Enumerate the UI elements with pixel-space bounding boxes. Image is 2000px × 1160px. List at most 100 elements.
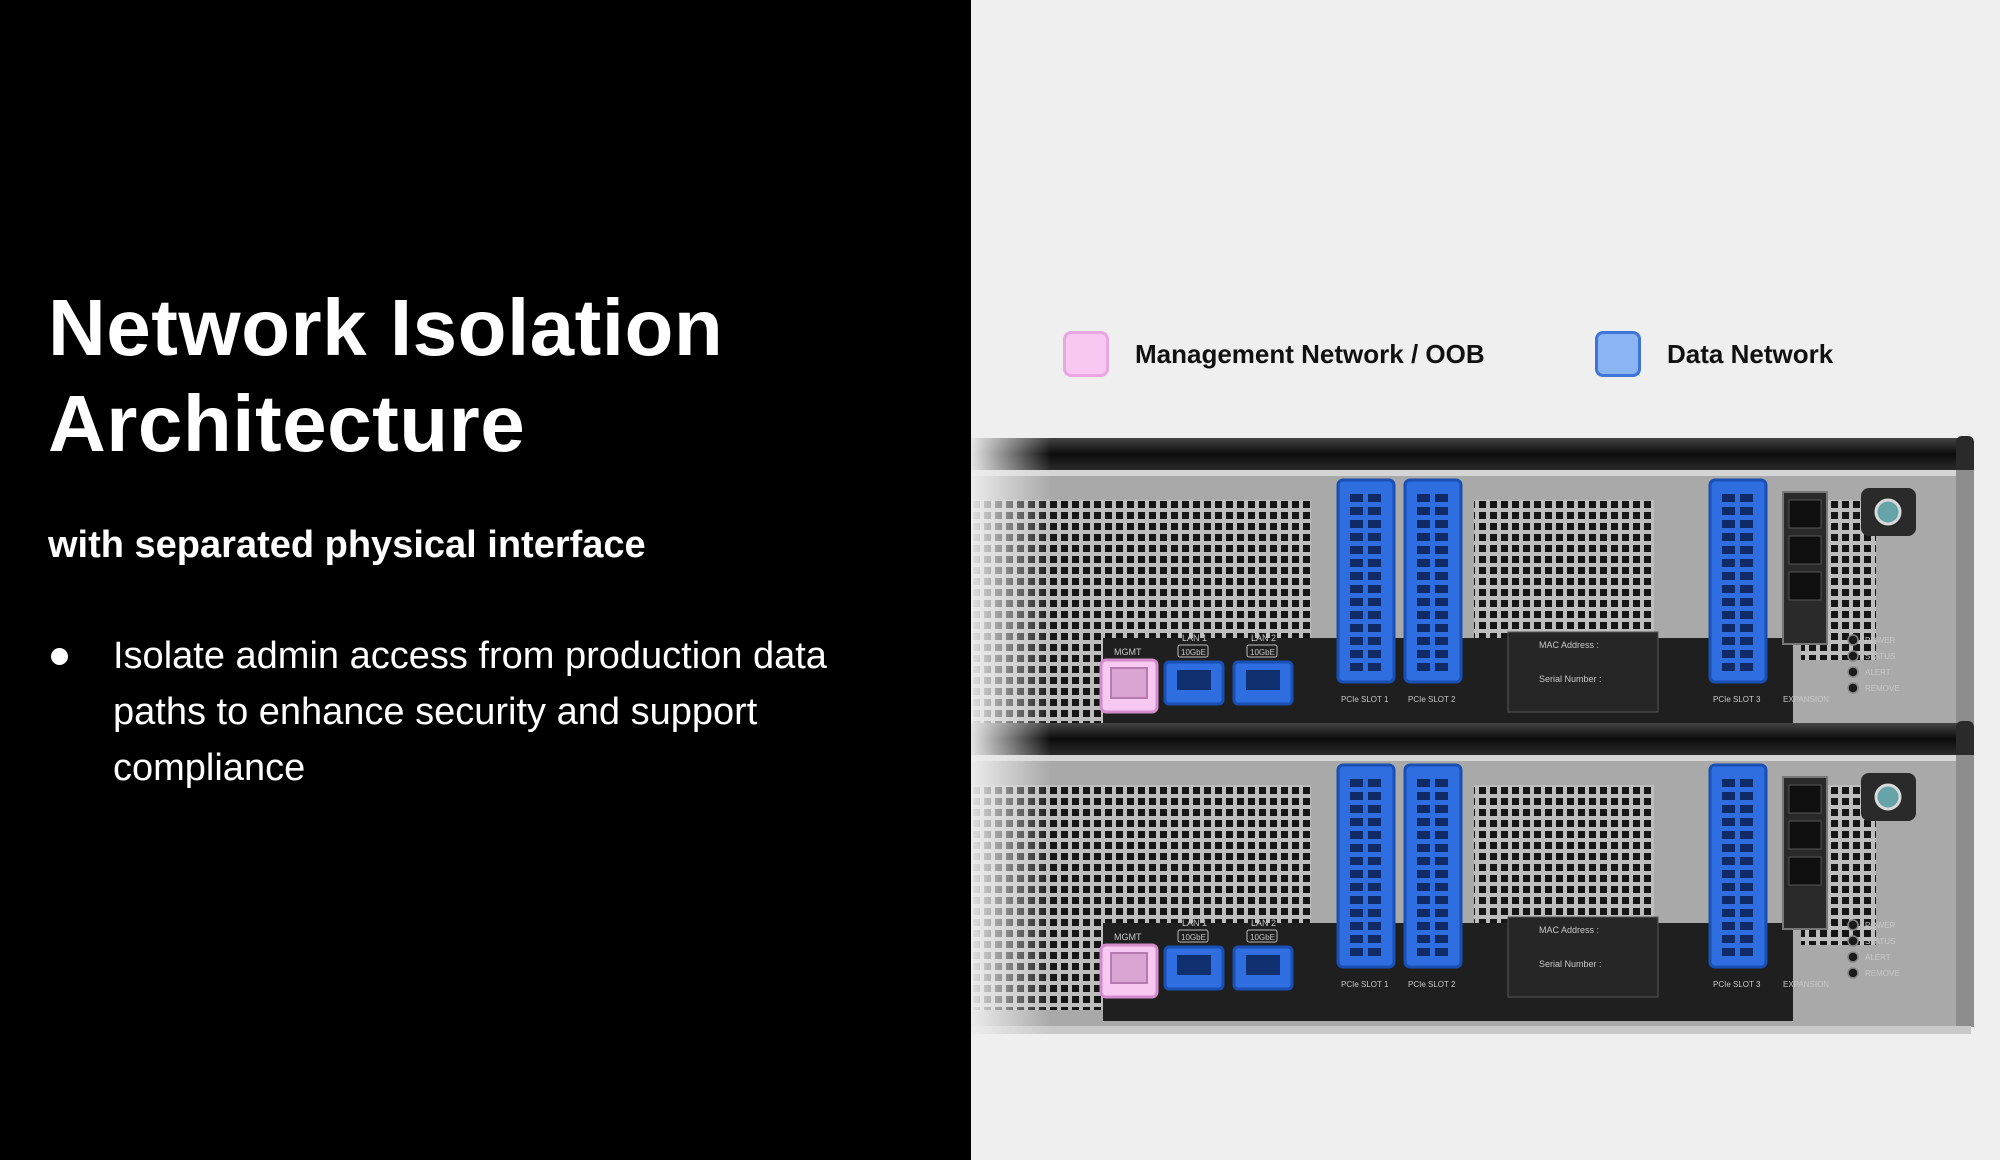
pcie-slot-2-vent (1417, 611, 1430, 619)
pcie-slot-1-vent (1350, 779, 1363, 787)
management-swatch (1063, 331, 1109, 377)
legend-item-management: Management Network / OOB (1063, 328, 1485, 380)
pcie-slot-3-vent (1740, 611, 1753, 619)
pcie-slot-3-vent (1722, 650, 1735, 658)
lan1-sfp-cage-icon (1177, 670, 1211, 690)
pcie-slot-1-vent (1350, 831, 1363, 839)
indicator-label-alert: ALERT (1865, 668, 1891, 677)
pcie-slot-2-vent (1417, 520, 1430, 528)
pcie-slot-3-highlight (1708, 763, 1768, 969)
pcie-slot-2-vent (1417, 805, 1430, 813)
pcie-slot-3-vent (1722, 831, 1735, 839)
pcie-slot-2-vent (1417, 598, 1430, 606)
ethernet-port-icon (1110, 667, 1148, 699)
pcie-slot-2-vent (1435, 818, 1448, 826)
lan2-speed-label: 10GbE (1250, 933, 1275, 942)
pcie-slot-3-vent (1722, 585, 1735, 593)
slide-subtitle: with separated physical interface (48, 524, 646, 566)
pcie-slot-2-vent (1417, 922, 1430, 930)
pcie-slot-1-vent (1368, 611, 1381, 619)
pcie-slot-3-vent (1722, 922, 1735, 930)
pcie-slot-1-vent (1368, 909, 1381, 917)
expansion-port-icon (1788, 499, 1822, 529)
pcie-slot-1-vent (1350, 650, 1363, 658)
pcie-slot-3-vent (1722, 546, 1735, 554)
pcie-slot-3-vent (1740, 896, 1753, 904)
rail-end-cap (1956, 436, 1974, 476)
pcie-slot-1-vent (1350, 948, 1363, 956)
pcie-slot-2-vent (1417, 779, 1430, 787)
data-swatch (1595, 331, 1641, 377)
indicator-led-icon (1847, 951, 1859, 963)
pcie-slot-3-highlight (1708, 478, 1768, 684)
pcie-slot-3-vent (1740, 598, 1753, 606)
pcie-slot-1-vent (1368, 935, 1381, 943)
pcie-slot-2-vent (1435, 533, 1448, 541)
pcie-slot-3-vent (1722, 494, 1735, 502)
bullet-dot-icon (51, 648, 68, 665)
pcie-slot-1-vent (1368, 637, 1381, 645)
pcie-slot-3-vent (1740, 663, 1753, 671)
pcie-slot-1-vent (1368, 922, 1381, 930)
indicator-label-status: STATUS (1865, 937, 1895, 946)
pcie-slot-1-vent (1350, 663, 1363, 671)
pcie-slot-2-vent (1417, 546, 1430, 554)
indicator-led-icon (1847, 967, 1859, 979)
pcie-slot-3-vent (1740, 559, 1753, 567)
pcie-slot-1-vent (1350, 870, 1363, 878)
rail-end-cap (1956, 721, 1974, 761)
pcie-slot-3-vent (1722, 909, 1735, 917)
pcie-slot-3-vent (1740, 779, 1753, 787)
pcie-slot-2-vent (1435, 494, 1448, 502)
pcie-slot-2-vent (1435, 624, 1448, 632)
pcie-slot-3-vent (1722, 520, 1735, 528)
pcie-slot-2-highlight (1403, 478, 1463, 684)
pcie-slot-2-vent (1417, 663, 1430, 671)
slot-label-3: PCIe SLOT 3 (1713, 980, 1761, 989)
pcie-slot-1-vent (1350, 520, 1363, 528)
pcie-slot-1-vent (1350, 922, 1363, 930)
pcie-slot-1-vent (1368, 598, 1381, 606)
pcie-slot-3-vent (1722, 948, 1735, 956)
pcie-slot-2-vent (1435, 779, 1448, 787)
slot-label-4: EXPANSION (1783, 980, 1829, 989)
pcie-slot-2-vent (1417, 909, 1430, 917)
chassis-rail (971, 723, 1971, 755)
pcie-slot-1-vent (1350, 896, 1363, 904)
pcie-slot-3-vent (1722, 818, 1735, 826)
pcie-slot-3-vent (1722, 507, 1735, 515)
legend: Management Network / OOB Data Network (1063, 328, 1963, 384)
legend-item-data: Data Network (1595, 328, 1833, 380)
mac-address-label: MAC Address : (1539, 640, 1599, 650)
expansion-port-icon (1788, 535, 1822, 565)
pcie-slot-3-vent (1722, 611, 1735, 619)
pcie-slot-1-vent (1368, 546, 1381, 554)
pcie-slot-1-vent (1350, 844, 1363, 852)
pcie-slot-3-vent (1740, 831, 1753, 839)
pcie-slot-1-highlight (1336, 478, 1396, 684)
pcie-slot-3-vent (1740, 533, 1753, 541)
pcie-slot-1-vent (1350, 883, 1363, 891)
pcie-slot-3-vent (1740, 624, 1753, 632)
bullet-text: Isolate admin access from production dat… (113, 635, 827, 789)
pcie-slot-2-vent (1435, 831, 1448, 839)
pcie-slot-2-vent (1417, 533, 1430, 541)
pcie-slot-2-vent (1435, 611, 1448, 619)
lan2-sfp-cage-icon (1246, 955, 1280, 975)
pcie-slot-1-vent (1368, 650, 1381, 658)
expansion-port-icon (1788, 571, 1822, 601)
pcie-slot-2-vent (1435, 805, 1448, 813)
pcie-slot-2-vent (1435, 585, 1448, 593)
pcie-slot-2-vent (1435, 948, 1448, 956)
pcie-slot-1-vent (1368, 831, 1381, 839)
indicator-led-icon (1847, 650, 1859, 662)
pcie-slot-3-vent (1740, 883, 1753, 891)
fade-overlay (971, 400, 1051, 1080)
indicator-label-status: STATUS (1865, 652, 1895, 661)
pcie-slot-1-vent (1350, 805, 1363, 813)
chassis-bottom-edge (971, 1026, 1971, 1034)
serial-number-label: Serial Number : (1539, 959, 1602, 969)
pcie-slot-3-vent (1740, 546, 1753, 554)
pcie-slot-3-vent (1740, 585, 1753, 593)
